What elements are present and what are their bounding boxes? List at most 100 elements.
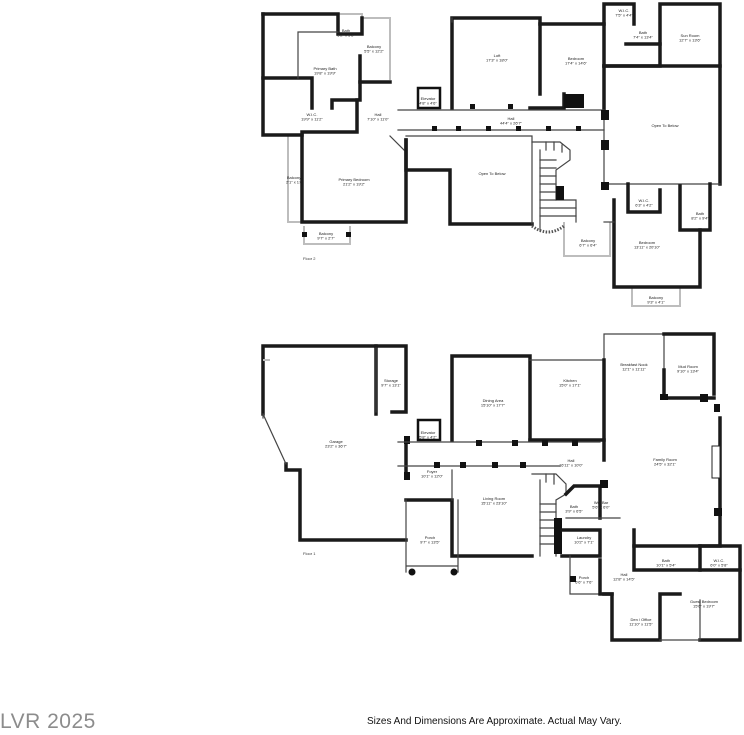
porch-post <box>450 568 458 576</box>
elevator-shaft <box>416 418 442 442</box>
wall <box>563 484 602 520</box>
column <box>460 462 466 468</box>
wall <box>284 462 408 542</box>
column <box>512 440 518 446</box>
wall <box>450 354 532 442</box>
balcony-rail <box>631 287 681 307</box>
floor-2-plan <box>261 2 722 307</box>
wall <box>297 31 339 79</box>
stair-landing <box>564 94 584 108</box>
porch-post <box>570 576 576 582</box>
wall <box>528 358 606 442</box>
fireplace <box>711 445 721 479</box>
elevator-shaft <box>416 86 442 110</box>
watermark: LVR 2025 <box>0 710 96 733</box>
wall <box>698 544 742 642</box>
column <box>714 404 720 412</box>
wall <box>397 441 601 467</box>
column <box>492 462 498 468</box>
wall <box>678 182 712 232</box>
wall <box>538 2 636 26</box>
wall <box>330 54 362 110</box>
wall <box>261 12 304 137</box>
wall <box>450 16 542 110</box>
staircase <box>531 473 567 557</box>
wall <box>632 416 722 548</box>
room-label: W.I.C.6'0" x 5'8" <box>710 558 728 568</box>
disclaimer-text: Sizes And Dimensions Are Approximate. Ac… <box>367 716 622 727</box>
column <box>520 462 526 468</box>
wall <box>262 413 287 465</box>
wall <box>389 135 407 153</box>
wall <box>560 528 602 558</box>
column <box>714 508 722 516</box>
floor-label: Floor 1 <box>303 551 316 556</box>
wall <box>624 2 722 68</box>
column <box>508 104 513 109</box>
balcony-post <box>302 232 307 237</box>
column <box>572 440 578 446</box>
balcony-rail <box>563 222 611 257</box>
column <box>456 126 461 131</box>
column <box>404 472 410 480</box>
column <box>601 140 609 150</box>
balcony-post <box>346 232 351 237</box>
porch-post <box>408 568 416 576</box>
wall <box>529 333 665 371</box>
column <box>516 126 521 131</box>
wall <box>612 198 702 289</box>
column <box>432 126 437 131</box>
wall <box>602 42 662 68</box>
column <box>546 126 551 131</box>
wall <box>528 92 566 110</box>
column <box>542 440 548 446</box>
column <box>700 394 708 402</box>
wall <box>602 64 722 186</box>
column <box>404 436 410 444</box>
floor-1-plan <box>261 332 742 642</box>
wall <box>662 332 716 396</box>
room-label: W.I.C.19'9" x 11'2" <box>301 112 323 122</box>
wall <box>300 98 408 224</box>
floor-label: Floor 2 <box>303 256 316 261</box>
column <box>486 126 491 131</box>
room-label: W.I.C.7'5" x 4'4" <box>615 8 633 18</box>
column <box>470 104 475 109</box>
balcony-rail <box>337 13 363 18</box>
column <box>601 182 609 190</box>
room-label: W.I.C.6'3" x 4'2" <box>635 198 653 208</box>
wall <box>632 544 702 572</box>
wall <box>602 592 682 642</box>
wall <box>261 12 364 36</box>
